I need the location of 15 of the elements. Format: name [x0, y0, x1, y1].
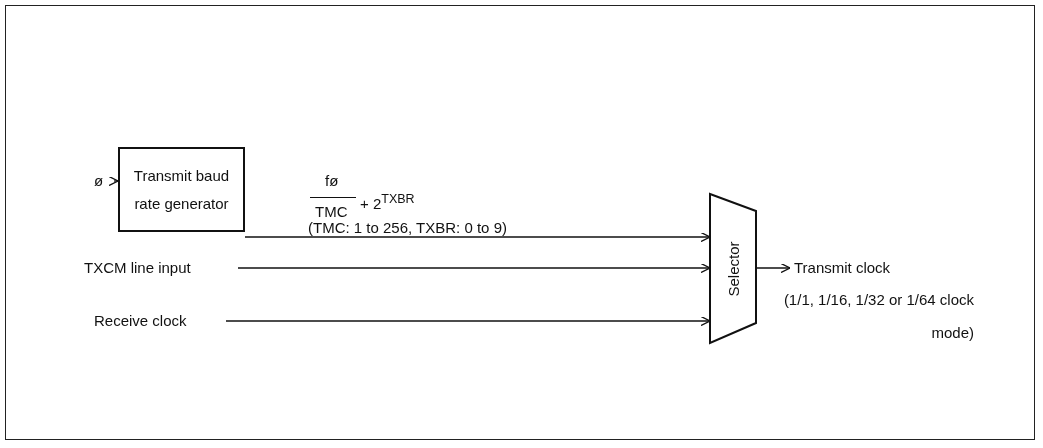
arrow: [108, 175, 119, 187]
formula-numerator: fø: [325, 172, 339, 190]
signal-label: TXCM line input: [84, 259, 191, 277]
arrow: [244, 231, 711, 243]
signal-label: Transmit clock: [794, 259, 891, 277]
formula-term: + 2$^{TXBR}$: [360, 191, 415, 213]
process-box: Transmit baud rate generator: [118, 147, 245, 232]
edge-label: (TMC: 1 to 256, TXBR: 0 to 9): [308, 219, 507, 237]
arrow: [225, 315, 711, 327]
arrow: [237, 262, 711, 274]
selector-label: Selector: [724, 241, 742, 296]
signal-label: Receive clock: [94, 312, 187, 330]
formula-denominator: TMC: [315, 203, 348, 221]
note-text: (1/1, 1/16, 1/32 or 1/64 clock mode): [782, 290, 974, 343]
signal-label: ø: [94, 172, 104, 190]
